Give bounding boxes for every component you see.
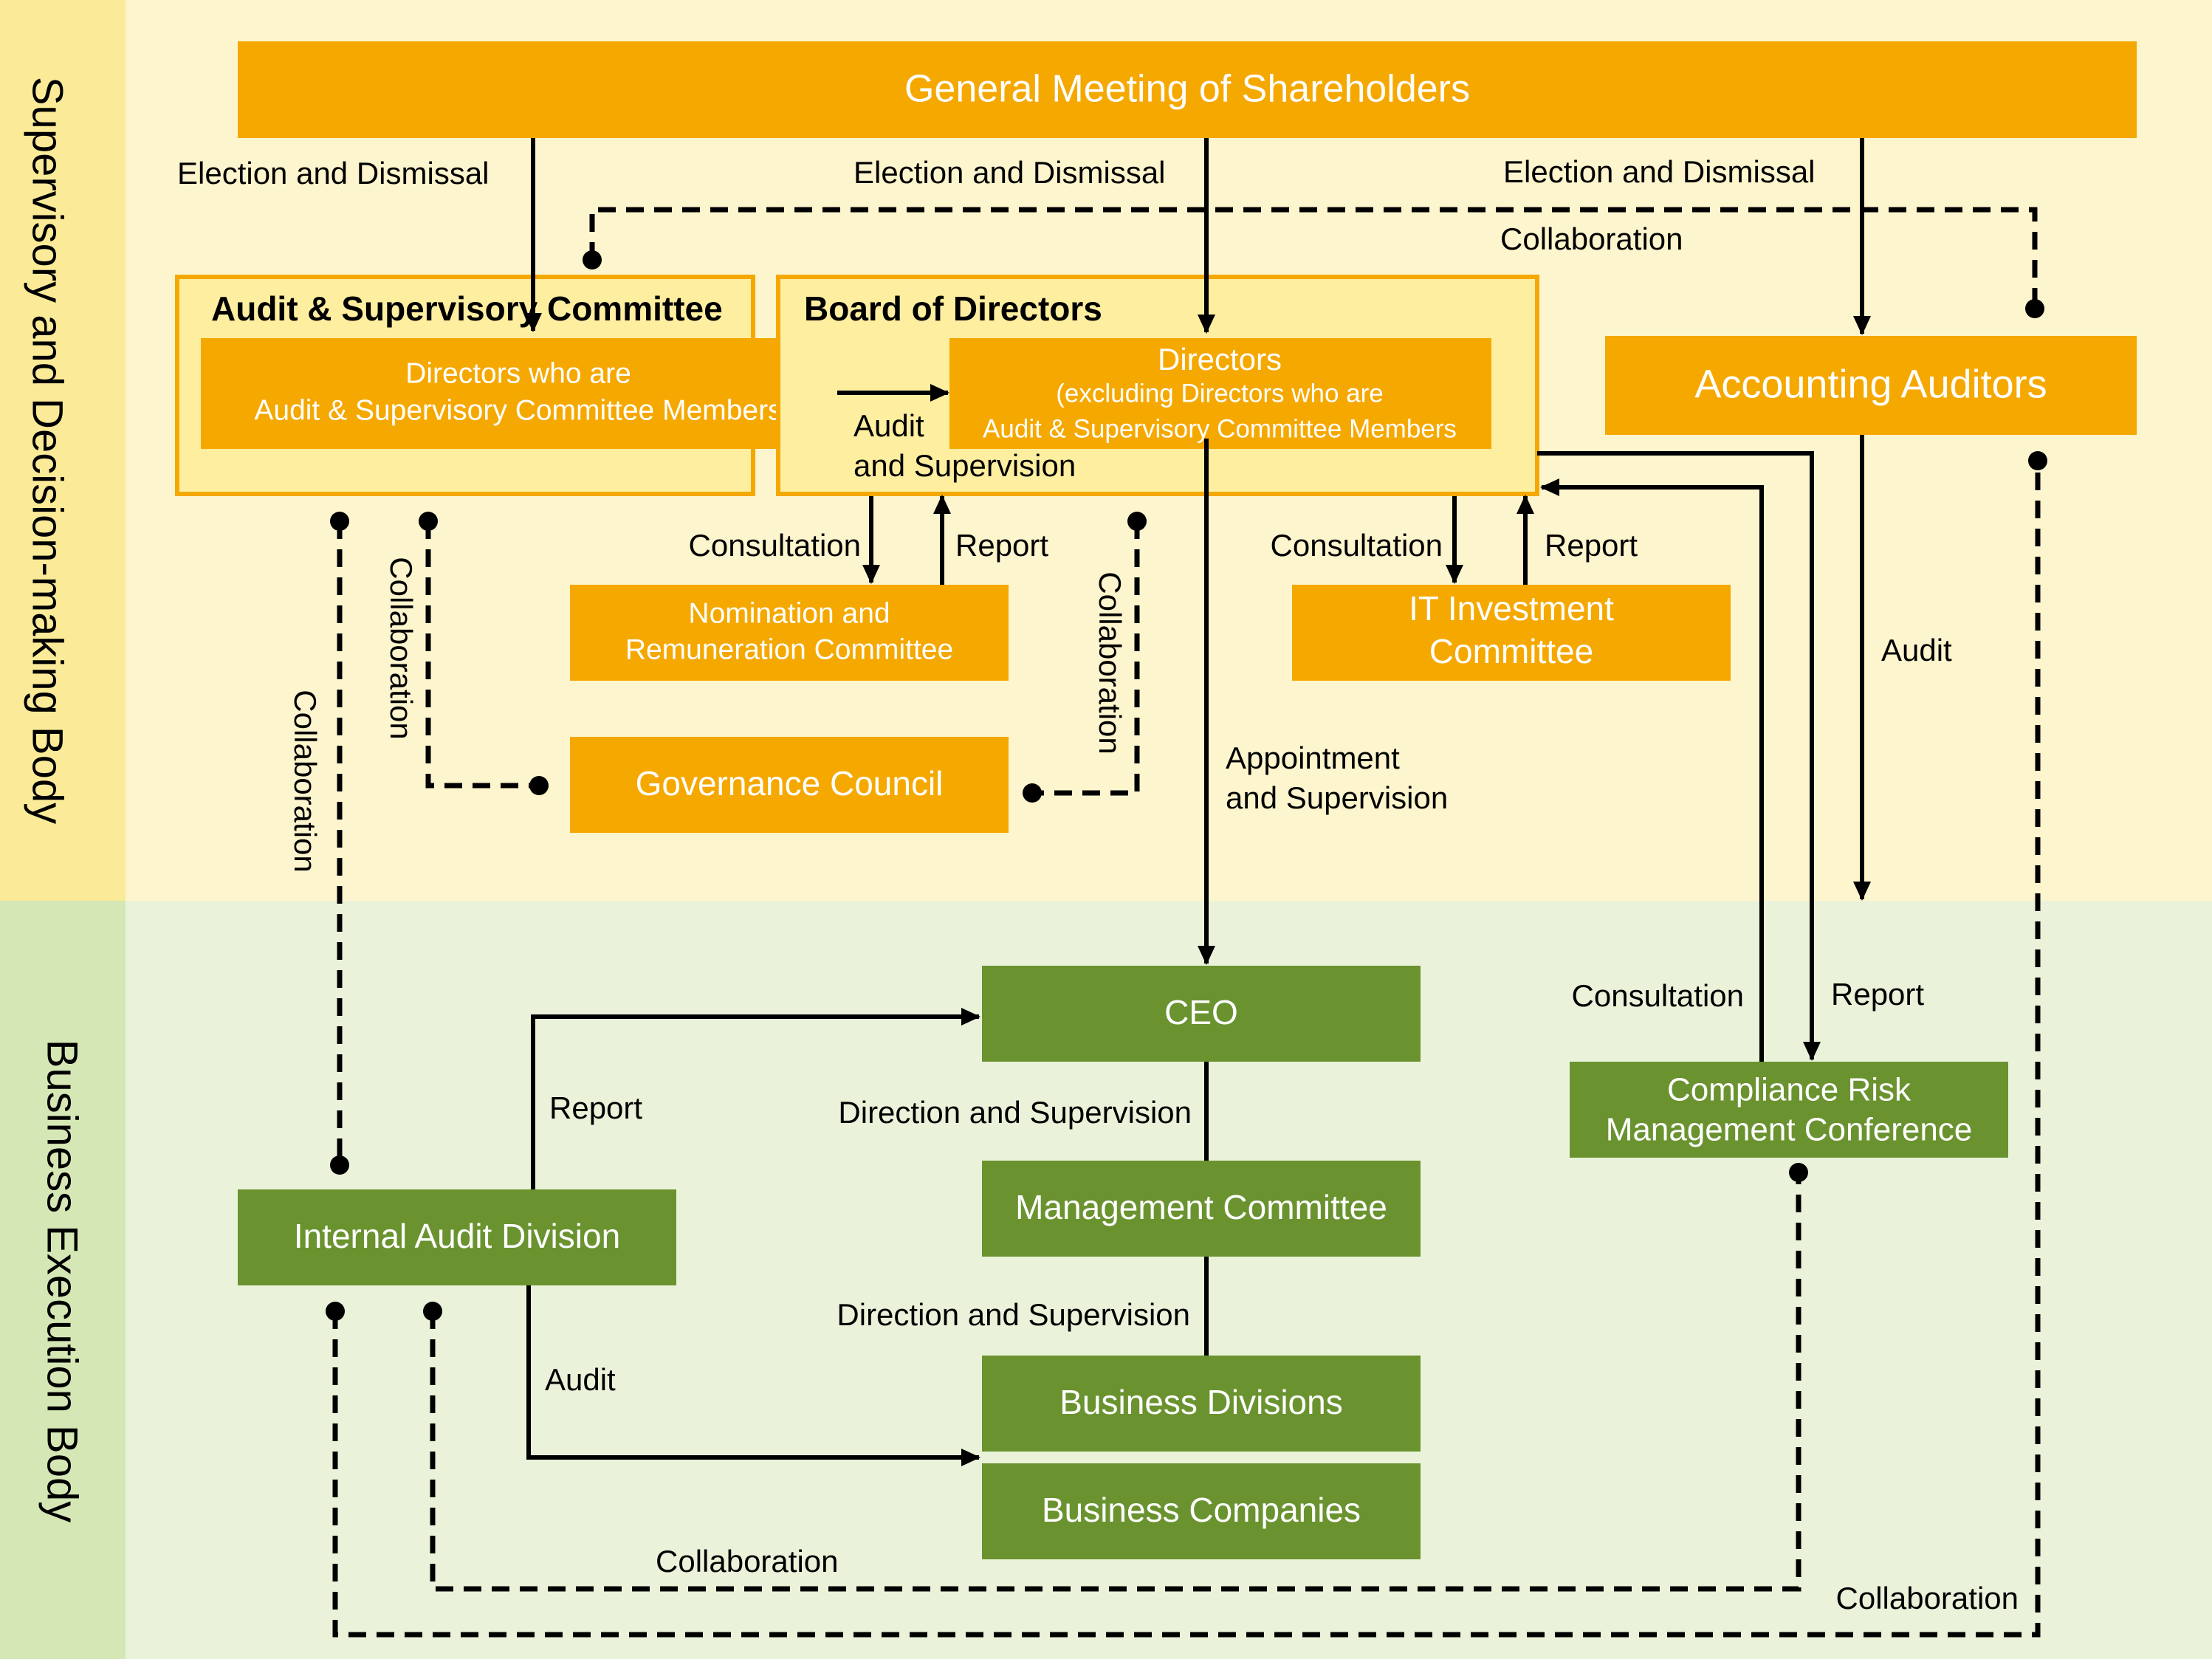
supervisory-section-label: Supervisory and Decision-making Body bbox=[24, 77, 72, 824]
appointment-label-2: and Supervision bbox=[1226, 780, 1448, 815]
internal-audit-division-box bbox=[238, 1189, 676, 1285]
board-of-directors-title: Board of Directors bbox=[804, 289, 1102, 328]
it-investment-box bbox=[1292, 585, 1731, 681]
ceo-box bbox=[982, 966, 1421, 1062]
solid-connectors bbox=[524, 138, 1871, 1466]
business-companies-label: Business Companies bbox=[1042, 1491, 1361, 1529]
compliance-risk-box bbox=[1570, 1062, 2008, 1158]
dot bbox=[423, 1302, 442, 1321]
business-divisions-label: Business Divisions bbox=[1059, 1383, 1342, 1421]
nomination-line1: Nomination and bbox=[688, 597, 890, 629]
collab-bod-gov-line bbox=[1032, 521, 1140, 796]
accounting-auditors-box bbox=[1605, 336, 2137, 435]
edge-labels: Election and Dismissal Election and Dism… bbox=[177, 154, 2019, 1615]
dashed-connectors bbox=[332, 207, 2041, 1638]
collaboration-label-left-v1: Collaboration bbox=[288, 690, 323, 873]
collaboration-label-left-v2: Collaboration bbox=[384, 557, 419, 740]
internal-audit-division-label: Internal Audit Division bbox=[294, 1217, 620, 1255]
collab-bottom-inner-line bbox=[430, 1172, 1801, 1592]
dot bbox=[1789, 1163, 1808, 1182]
report-label-nom: Report bbox=[955, 528, 1048, 563]
consultation-label-crm: Consultation bbox=[1572, 978, 1744, 1013]
execution-section-label: Business Execution Body bbox=[38, 1040, 86, 1522]
governance-council-label: Governance Council bbox=[636, 764, 944, 803]
shareholders-box bbox=[238, 41, 2137, 138]
report-label-crm: Report bbox=[1831, 977, 1924, 1011]
asc-members-line2: Audit & Supervisory Committee Members bbox=[254, 394, 782, 426]
ceo-label: CEO bbox=[1164, 993, 1238, 1031]
dot bbox=[583, 250, 602, 269]
audit-label-iad: Audit bbox=[545, 1362, 616, 1397]
election-label-1: Election and Dismissal bbox=[177, 156, 490, 190]
dot bbox=[2028, 451, 2047, 470]
collab-bottom-outer-line bbox=[332, 461, 2041, 1638]
report-label-it: Report bbox=[1545, 528, 1638, 563]
asc-members-box bbox=[201, 338, 837, 449]
iad-report-arrow bbox=[531, 1008, 980, 1189]
collab-top-line bbox=[589, 207, 2038, 309]
dot bbox=[419, 512, 438, 531]
execution-side-strip bbox=[0, 901, 126, 1659]
directors-line3: Audit & Supervisory Committee Members bbox=[983, 414, 1457, 443]
governance-council-box bbox=[570, 737, 1009, 833]
directors-box bbox=[949, 338, 1491, 449]
dot bbox=[326, 1302, 345, 1321]
directors-line1: Directors bbox=[1158, 342, 1282, 377]
collaboration-label-gov: Collaboration bbox=[1093, 571, 1127, 755]
dot bbox=[1127, 512, 1147, 531]
compliance-risk-line1: Compliance Risk bbox=[1667, 1072, 1912, 1108]
report-label-iad: Report bbox=[549, 1090, 642, 1125]
audit-label-auditors: Audit bbox=[1881, 633, 1952, 667]
crm-report-arrow bbox=[1537, 451, 1821, 1061]
crm-consult-arrow bbox=[1540, 478, 1764, 1062]
directors-line2: (excluding Directors who are bbox=[1056, 379, 1384, 408]
management-committee-label: Management Committee bbox=[1015, 1188, 1387, 1226]
accounting-auditors-label: Accounting Auditors bbox=[1694, 362, 2047, 406]
dot bbox=[330, 1155, 349, 1175]
it-investment-line1: IT Investment bbox=[1409, 589, 1614, 628]
nomination-remuneration-box bbox=[570, 585, 1009, 681]
business-divisions-box bbox=[982, 1356, 1421, 1452]
dot bbox=[2025, 299, 2044, 318]
consultation-label-it: Consultation bbox=[1271, 528, 1443, 563]
collaboration-label-top: Collaboration bbox=[1500, 221, 1683, 256]
compliance-risk-line2: Management Conference bbox=[1606, 1112, 1973, 1148]
management-committee-box bbox=[982, 1161, 1421, 1257]
collaboration-label-bottom-2: Collaboration bbox=[1836, 1581, 2019, 1615]
it-investment-line2: Committee bbox=[1429, 632, 1593, 670]
direction-supervision-label-1: Direction and Supervision bbox=[838, 1095, 1192, 1130]
audit-supervision-label-1: Audit bbox=[853, 408, 924, 443]
business-companies-box bbox=[982, 1463, 1421, 1559]
shareholders-label: General Meeting of Shareholders bbox=[904, 68, 1470, 111]
dot bbox=[529, 776, 549, 795]
collaboration-label-bottom-1: Collaboration bbox=[656, 1544, 839, 1579]
dot bbox=[1023, 783, 1042, 803]
audit-supervisory-committee-title: Audit & Supervisory Committee bbox=[211, 289, 723, 328]
direction-supervision-label-2: Direction and Supervision bbox=[837, 1297, 1190, 1332]
appointment-label-1: Appointment bbox=[1226, 741, 1400, 775]
connector-dots bbox=[326, 250, 2047, 1321]
supervisory-side-strip bbox=[0, 0, 126, 901]
consultation-label-nom: Consultation bbox=[689, 528, 861, 563]
nomination-line2: Remuneration Committee bbox=[625, 633, 953, 665]
iad-audit-arrow bbox=[526, 1285, 980, 1466]
collab-asc-gov-line bbox=[425, 521, 539, 789]
election-label-3: Election and Dismissal bbox=[1503, 154, 1816, 189]
election-label-2: Election and Dismissal bbox=[853, 155, 1166, 190]
dot bbox=[330, 512, 349, 531]
asc-members-line1: Directors who are bbox=[405, 357, 631, 389]
audit-supervision-label-2: and Supervision bbox=[853, 448, 1076, 483]
